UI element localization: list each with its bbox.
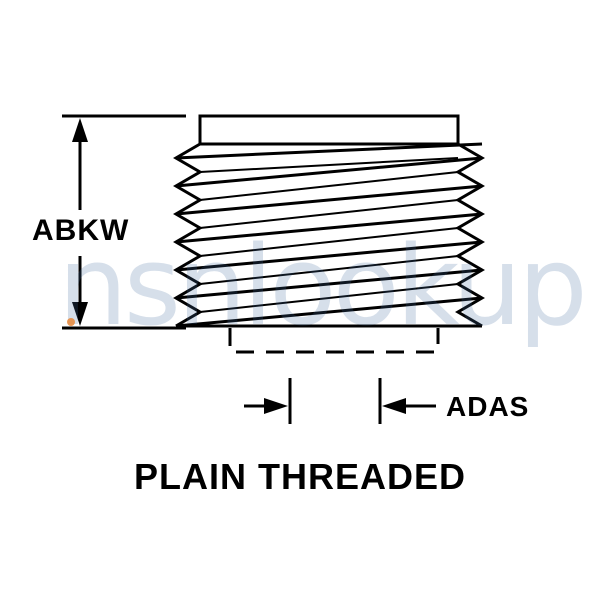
watermark-dot <box>67 318 75 326</box>
thread-roots <box>199 157 459 313</box>
diagram-caption: PLAIN THREADED <box>133 456 466 497</box>
thread-right-profile <box>455 142 485 328</box>
hidden-bottom-outline <box>228 328 440 354</box>
height-dimension <box>62 114 186 330</box>
thread-left-profile <box>173 142 203 328</box>
width-dimension-label: ADAS <box>446 391 530 422</box>
top-collar <box>198 114 460 146</box>
height-dimension-label: ABKW <box>32 214 130 247</box>
width-dimension <box>244 378 436 424</box>
thread-crests <box>175 142 483 328</box>
